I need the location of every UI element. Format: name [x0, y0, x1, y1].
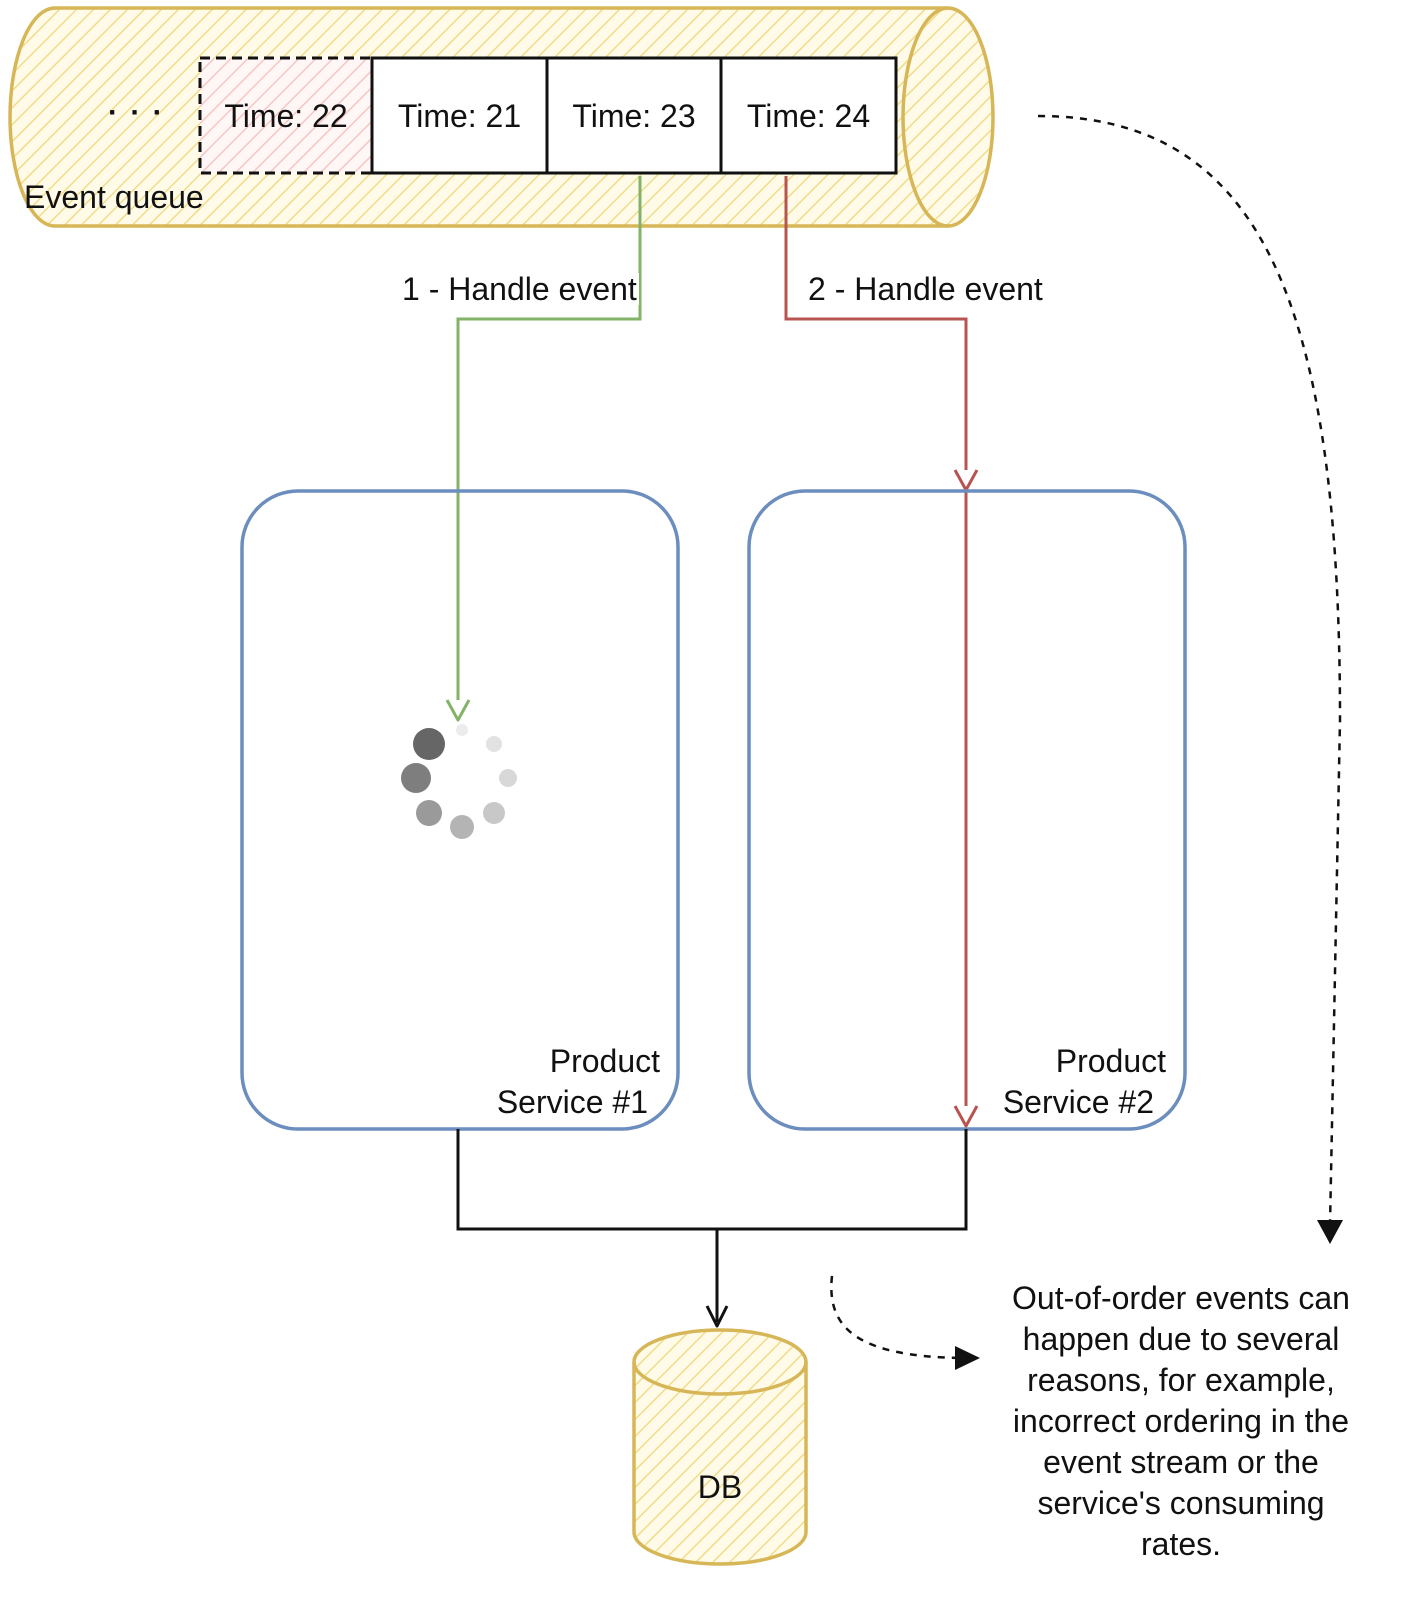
queue-cell-time-22: [198, 56, 374, 175]
queue-cell-label-time-24: Time: 24: [746, 98, 871, 134]
queue-cell-label-time-23: Time: 23: [572, 98, 696, 134]
queue-cell-time-24: [719, 56, 898, 175]
product-service-2-line1: Product: [1055, 1043, 1166, 1079]
arrow-label-handle-event-2: 2 - Handle event: [806, 271, 1045, 307]
note-line-4: incorrect ordering in the: [1012, 1403, 1350, 1439]
note-line-2: happen due to several: [1022, 1321, 1340, 1357]
queue-cells: [198, 56, 898, 175]
queue-cell-label-time-22: Time: 22: [224, 98, 348, 134]
queue-cell-time-21: [370, 56, 549, 175]
dashed-arrow-to-note: [830, 1275, 980, 1370]
product-service-1-line2: Service #1: [496, 1084, 648, 1120]
dashed-arrow-queue-to-note: [1037, 114, 1343, 1244]
loading-spinner-icon: [401, 724, 517, 839]
queue-cell-time-23: [545, 56, 723, 175]
out-of-order-note: Out-of-order events can happen due to se…: [991, 1278, 1371, 1565]
note-line-1: Out-of-order events can: [1012, 1280, 1350, 1316]
db-cylinder: [632, 1328, 808, 1566]
product-service-1-line1: Product: [549, 1043, 660, 1079]
product-service-1-label: Product Service #1: [420, 1041, 660, 1123]
note-line-3: reasons, for example,: [1027, 1362, 1335, 1398]
event-queue-label: Event queue: [24, 179, 204, 215]
arrow-handle-event-1: [445, 176, 642, 722]
note-line-5: event stream or the: [1043, 1444, 1319, 1480]
db-label: DB: [697, 1469, 743, 1505]
queue-cell-label-time-21: Time: 21: [397, 98, 522, 134]
queue-ellipsis: · · ·: [108, 96, 165, 129]
note-line-6: service's consuming: [1037, 1485, 1325, 1521]
note-line-7: rates.: [1140, 1526, 1222, 1562]
product-service-2-line2: Service #2: [1002, 1084, 1154, 1120]
arrow-label-handle-event-1: 1 - Handle event: [400, 271, 639, 307]
product-service-2-label: Product Service #2: [926, 1041, 1166, 1123]
product-service-1-box: [240, 489, 680, 1131]
arrow-handle-event-2: [784, 176, 979, 1128]
services-to-db-connector: [456, 1129, 968, 1328]
